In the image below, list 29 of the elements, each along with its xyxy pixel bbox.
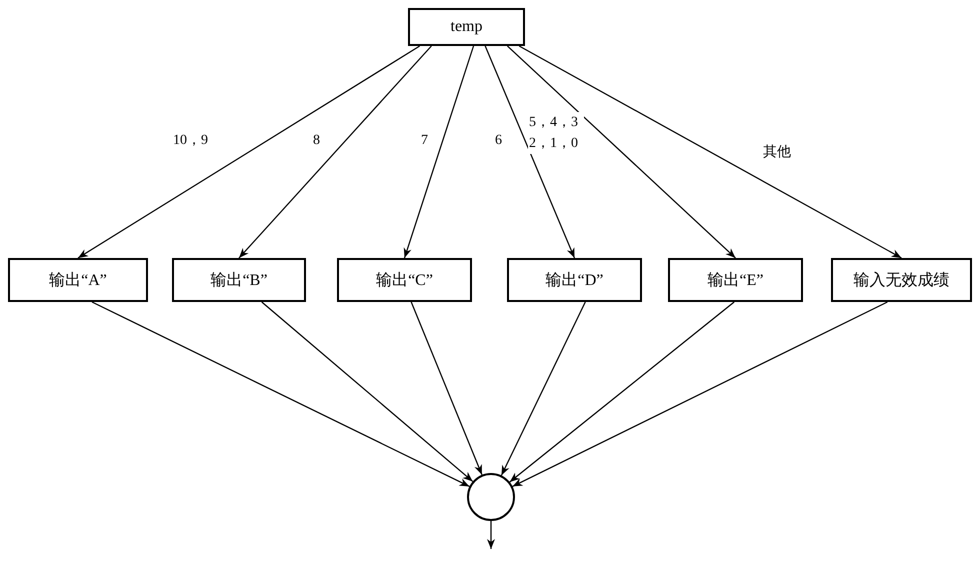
arrow [92,301,470,487]
arrow [238,46,432,258]
arrow [487,521,495,549]
arrow [518,45,902,259]
arrow [78,46,420,258]
arrow [509,302,735,482]
process-box [337,258,472,302]
process-box [172,258,306,302]
box-label: 输出“C” [376,270,433,290]
junction-circle [467,473,515,521]
edge-label: 5，4，3 2，1，0 [528,112,584,154]
box-label: 输出“D” [546,270,604,290]
process-box [408,8,525,46]
arrow [512,301,888,487]
box-label: temp [450,18,482,36]
box-label: 输出“A” [49,270,107,290]
process-box [507,258,642,302]
box-label: 输入无效成绩 [854,270,950,290]
arrow [507,46,736,258]
box-label: 输出“E” [708,270,764,290]
process-box [831,258,972,302]
arrow [484,46,576,258]
process-box [668,258,803,302]
arrow [500,302,586,476]
process-box [8,258,148,302]
arrow [410,302,482,476]
box-label: 输出“B” [210,270,268,290]
arrow [404,46,474,258]
arrow [261,302,474,482]
